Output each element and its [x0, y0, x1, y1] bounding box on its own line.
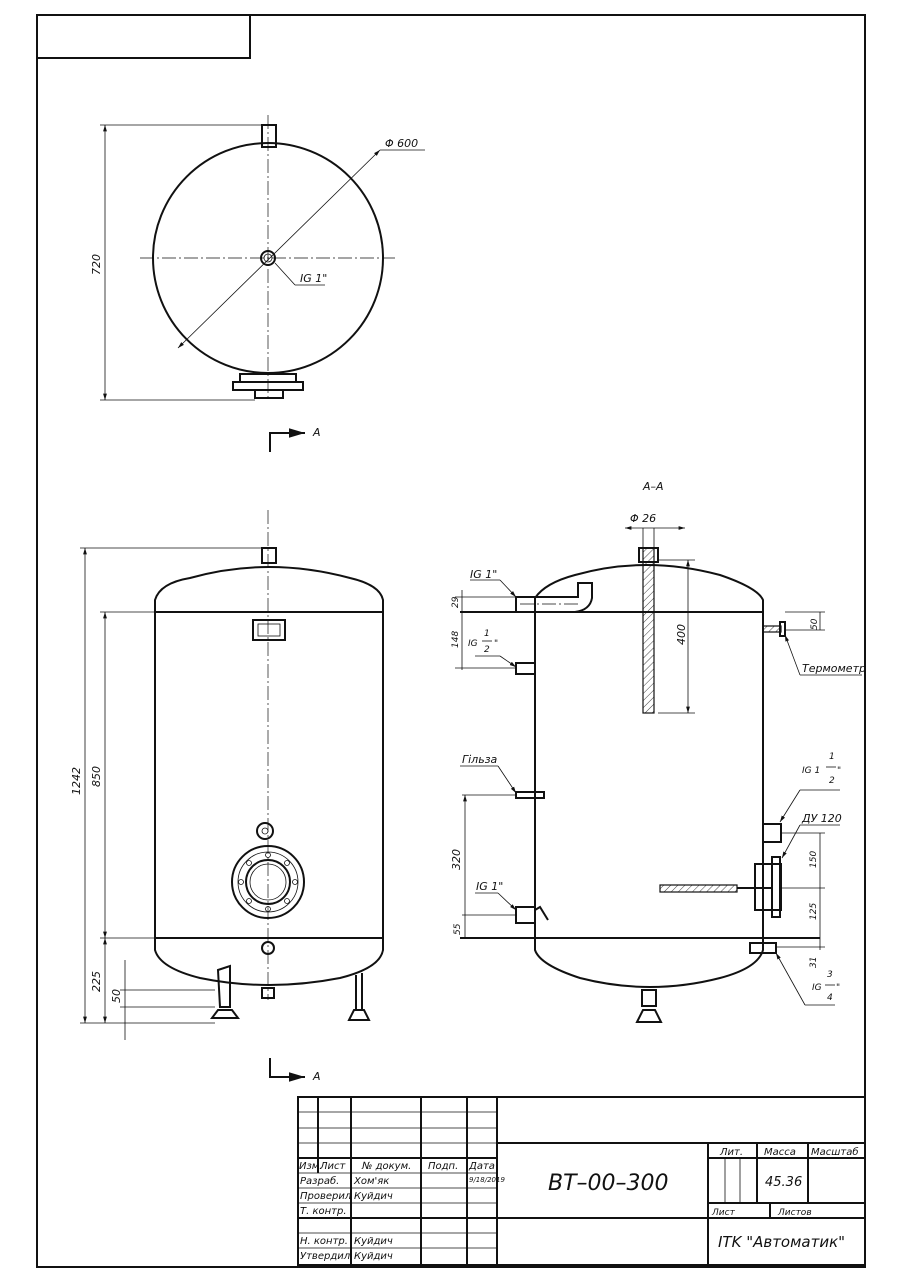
label-text: 150: [809, 851, 819, 868]
label-flange: ДУ 120: [801, 812, 842, 825]
heating-element: [659, 884, 738, 893]
feet: [232, 373, 304, 399]
half-inch-port: [515, 662, 536, 675]
one-half-port: [762, 823, 782, 843]
sleeve-port: [515, 791, 545, 799]
designation: BT–00–300: [548, 1171, 669, 1196]
dim-total: 1242: [70, 767, 83, 795]
label-text: 3: [827, 970, 833, 980]
label-text: ": [836, 983, 840, 993]
label-text: Масса: [764, 1147, 796, 1158]
label-text: 125: [809, 903, 819, 920]
dim-bottom: 225: [90, 971, 103, 992]
section-view: A–A Φ 26 400 29: [450, 480, 866, 1023]
front-view: 1242 850 225 50: [70, 510, 384, 1040]
thermometer-port: [762, 625, 782, 633]
label-text: 148: [451, 631, 461, 648]
label-thermometer: Термометр: [802, 662, 866, 675]
diameter-label: Φ 600: [385, 137, 418, 150]
header-list: Лист: [319, 1161, 347, 1172]
label-text: 31: [809, 957, 819, 968]
date-value: 9/18/2019: [469, 1176, 505, 1184]
approver-name: Куйдич: [354, 1251, 393, 1262]
dim-leg: 50: [110, 989, 123, 1003]
label-one-half: IG 1 1 2 ": [802, 752, 841, 786]
label-three-quarter: IG 3 4 ": [812, 970, 840, 1003]
label-top-inlet: IG 1": [470, 568, 497, 581]
label-text: Разраб.: [300, 1175, 339, 1187]
label-text: Лит.: [719, 1147, 743, 1158]
inspection-flange: [231, 845, 305, 919]
label-text: ": [837, 766, 841, 776]
company-name: ITK "Автоматик": [718, 1233, 845, 1251]
label-half-inch: IG 1 2 ": [468, 629, 498, 655]
label-text: 29: [451, 596, 461, 608]
top-nozzle: [261, 547, 277, 564]
section-mark-top: A: [269, 426, 321, 452]
drain-port: [261, 941, 275, 955]
checker-name: Куйдич: [354, 1191, 393, 1202]
developer-name: Хом'як: [353, 1176, 389, 1187]
label-text: 55: [453, 923, 463, 935]
label-text: Лист: [711, 1208, 736, 1218]
label-text: 2: [829, 776, 835, 786]
label-text: IG 1: [802, 766, 820, 776]
section-mark-bottom: A: [269, 1058, 321, 1083]
bottom-inlet-port: [515, 906, 536, 924]
label-text: Утвердил: [300, 1251, 351, 1262]
section-title: A–A: [642, 480, 664, 493]
thread-label: IG 1": [300, 272, 327, 285]
label-text: Т. контр.: [300, 1206, 347, 1217]
rod-diameter: Φ 26: [630, 512, 656, 525]
label-text: A: [312, 426, 321, 439]
rod-length: 400: [675, 624, 688, 645]
label-text: 320: [450, 849, 463, 870]
legs: [210, 964, 371, 1021]
top-inlet-pipe: [515, 582, 593, 613]
label-text: Н. контр.: [300, 1236, 348, 1247]
header-sign: Подп.: [428, 1161, 458, 1172]
label-text: IG: [468, 639, 478, 649]
header-izm: Изм.: [299, 1161, 323, 1172]
label-text: Листов: [777, 1208, 812, 1218]
label-text: Проверил: [300, 1191, 352, 1202]
height-dim: 720: [90, 254, 103, 275]
title-block: Изм. Лист № докум. Подп. Дата Разраб. Хо…: [297, 1096, 866, 1266]
sheet-frame: [36, 14, 866, 1268]
dim-body: 850: [90, 766, 103, 787]
label-text: 2: [484, 645, 490, 655]
anode-rod: [642, 547, 655, 714]
top-view: Φ 600 IG 1" 720: [90, 115, 425, 401]
label-text: ": [494, 639, 498, 649]
label-text: 4: [827, 993, 833, 1003]
label-text: 1: [829, 752, 835, 762]
sensor-port: [256, 822, 274, 840]
label-text: 1: [484, 629, 490, 639]
header-doc: № докум.: [361, 1161, 411, 1172]
nameplate: [252, 619, 286, 641]
label-bottom-inlet: IG 1": [476, 880, 503, 893]
label-text: IG: [812, 983, 822, 993]
three-quarter-port: [749, 942, 777, 954]
mass-value: 45.36: [765, 1175, 802, 1190]
label-text: A: [312, 1070, 321, 1083]
top-nozzle: [261, 124, 277, 148]
label-sleeve: Гільза: [462, 753, 498, 766]
norm-control-name: Куйдич: [354, 1236, 393, 1247]
header-date: Дата: [468, 1161, 495, 1172]
label-text: 50: [810, 618, 820, 630]
label-text: Масштаб: [811, 1146, 859, 1158]
